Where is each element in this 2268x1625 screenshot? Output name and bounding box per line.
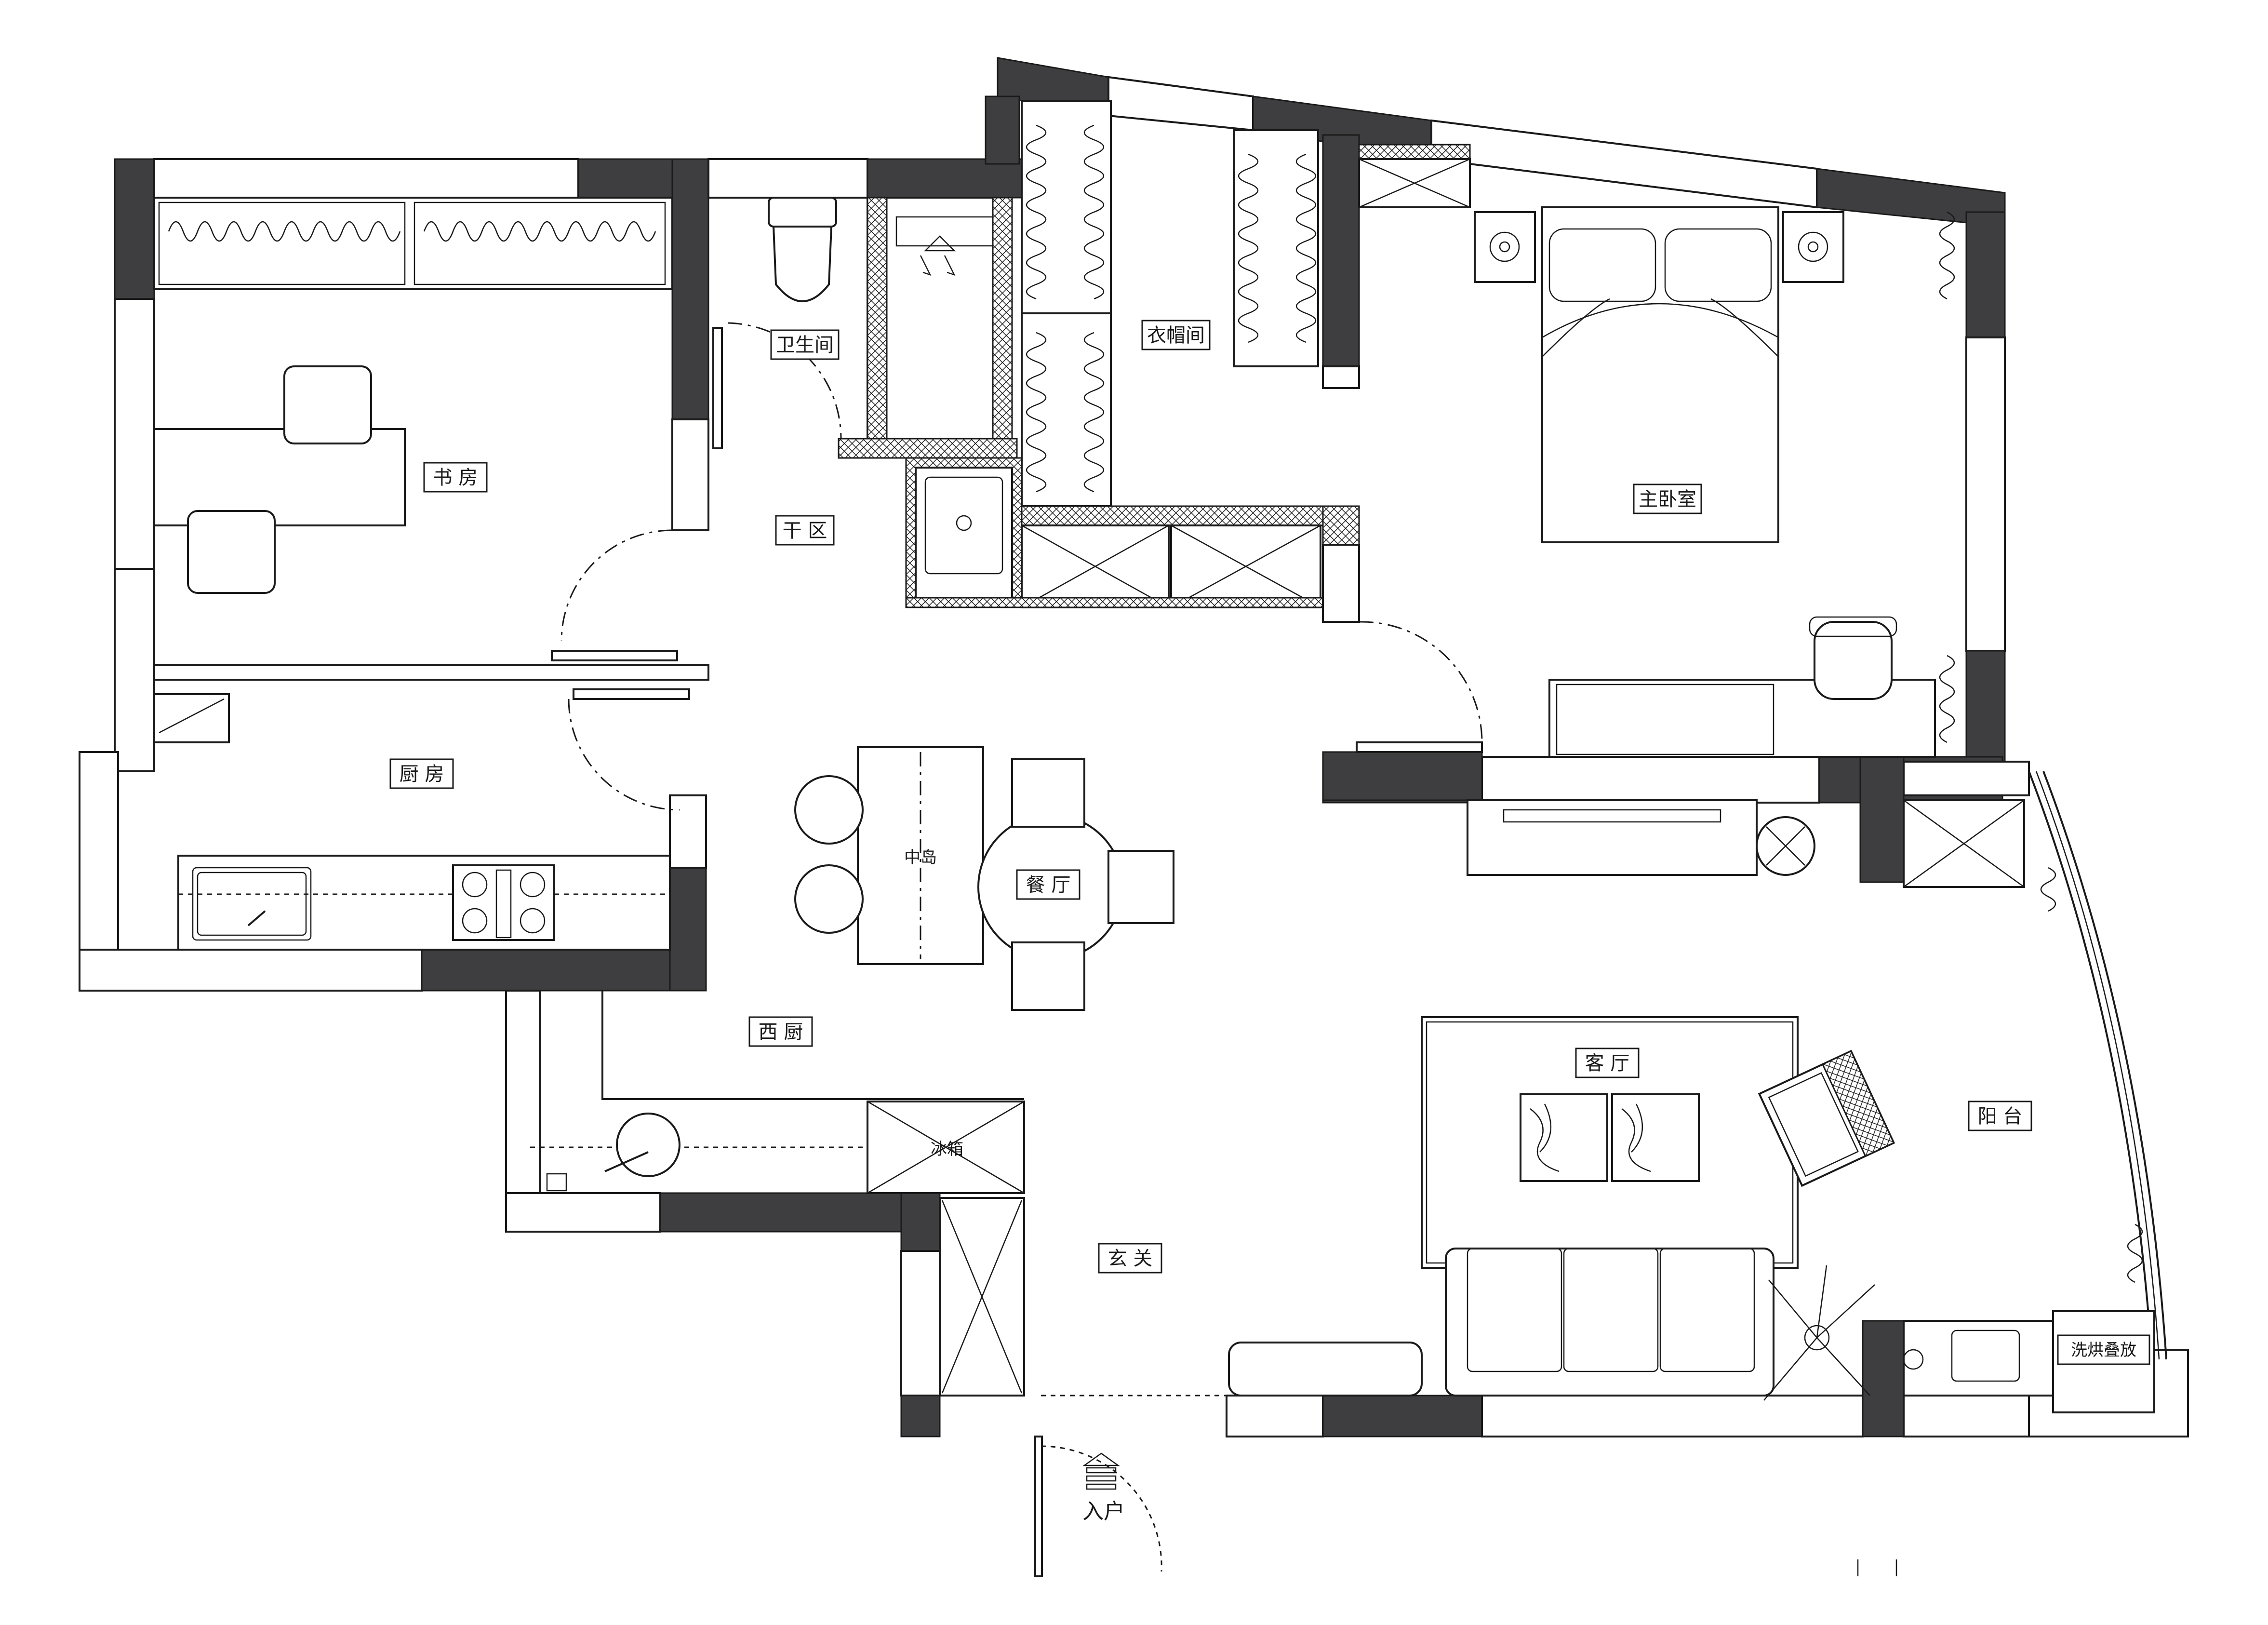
western-kitchen bbox=[505, 990, 1025, 1397]
label-balcony: 阳 台 bbox=[1978, 1105, 2023, 1128]
label-bathroom: 卫生间 bbox=[776, 334, 834, 356]
dining-area bbox=[794, 746, 1174, 1011]
label-master-bedroom: 主卧室 bbox=[1639, 488, 1696, 510]
label-dry-zone: 干 区 bbox=[783, 520, 827, 542]
label-washer-dryer: 洗烘叠放 bbox=[2071, 1341, 2136, 1360]
label-fridge: 冰箱 bbox=[931, 1140, 963, 1159]
bathroom bbox=[768, 197, 1023, 608]
label-dining: 餐 厅 bbox=[1026, 874, 1071, 896]
label-living-room: 客 厅 bbox=[1585, 1052, 1630, 1074]
study-room bbox=[153, 197, 673, 594]
plant-icon bbox=[1763, 1265, 1875, 1401]
label-western-kitchen: 西 厨 bbox=[759, 1021, 803, 1043]
room-labels: 书 房 卫生间 干 区 衣帽间 主卧室 厨 房 中岛 餐 厅 西 厨 冰箱 玄 … bbox=[389, 320, 2150, 1524]
label-wardrobe: 衣帽间 bbox=[1147, 324, 1205, 347]
entrance-arrow-icon bbox=[1082, 1452, 1120, 1490]
wardrobe bbox=[905, 100, 1360, 623]
living-room bbox=[1228, 799, 1895, 1401]
label-entrance: 入户 bbox=[1082, 1499, 1125, 1524]
master-bedroom bbox=[1358, 144, 1955, 758]
label-island: 中岛 bbox=[904, 848, 937, 867]
label-foyer: 玄 关 bbox=[1108, 1248, 1153, 1270]
balcony-glazing bbox=[2028, 771, 2167, 1360]
doors bbox=[551, 322, 1483, 1577]
label-study: 书 房 bbox=[433, 467, 478, 489]
kitchen bbox=[153, 693, 671, 951]
label-kitchen: 厨 房 bbox=[400, 763, 444, 785]
entrance-area bbox=[1041, 1395, 1897, 1576]
structural-walls bbox=[79, 57, 2189, 1437]
